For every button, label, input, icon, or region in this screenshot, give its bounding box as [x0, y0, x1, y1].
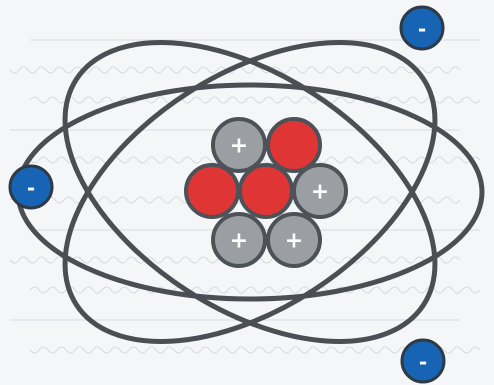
orbit-descending: [62, 40, 438, 344]
electron-circle: [8, 164, 54, 210]
electron: -: [400, 338, 446, 384]
electrons: - - -: [8, 5, 446, 384]
neutron-particle: +: [211, 117, 267, 173]
positive-charge-sign: +: [285, 229, 303, 254]
orbit-ascending: [62, 40, 438, 344]
negative-charge-sign: -: [418, 17, 426, 41]
electron-circle: [399, 5, 445, 51]
neutron-circle: [211, 212, 267, 268]
electron-circle: [400, 338, 446, 384]
proton-circle: [184, 163, 240, 219]
negative-charge-sign: -: [27, 176, 35, 200]
nucleus: + + + +: [184, 117, 348, 268]
positive-charge-sign: +: [230, 134, 248, 159]
neutron-particle: +: [266, 212, 322, 268]
proton-particle: [184, 163, 240, 219]
electron: -: [399, 5, 445, 51]
neutron-circle: [266, 212, 322, 268]
positive-charge-sign: +: [230, 229, 248, 254]
positive-charge-sign: +: [311, 180, 329, 205]
neutron-circle: [211, 117, 267, 173]
proton-particle: [266, 117, 322, 173]
proton-circle: [266, 117, 322, 173]
electron: -: [8, 164, 54, 210]
proton-circle: [238, 163, 294, 219]
neutron-circle: [292, 163, 348, 219]
negative-charge-sign: -: [419, 350, 427, 374]
neutron-particle: +: [211, 212, 267, 268]
proton-particle: [238, 163, 294, 219]
neutron-particle: +: [292, 163, 348, 219]
